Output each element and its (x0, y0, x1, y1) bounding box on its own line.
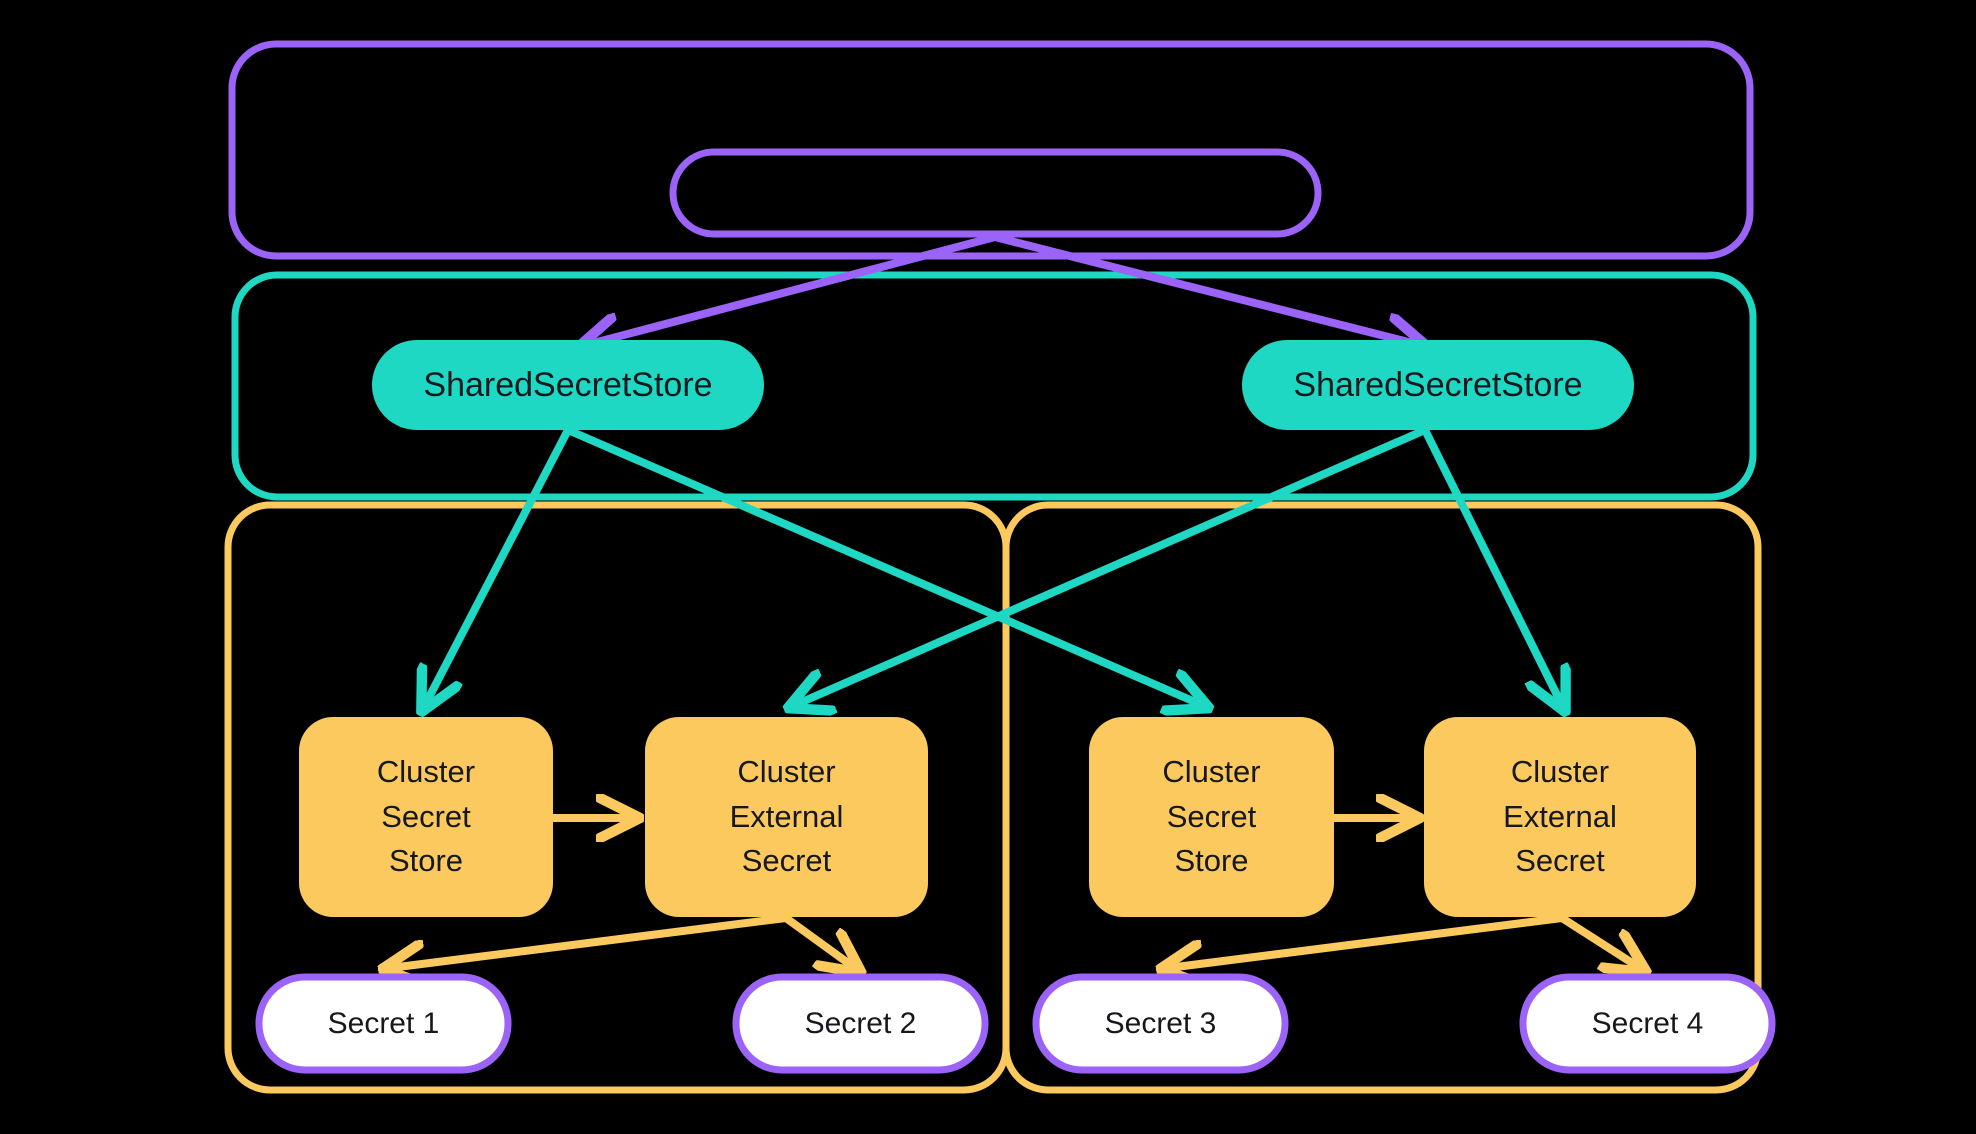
edge-shared-left-to-cluster-secret-store-right (564, 426, 1202, 705)
cluster-secret-store-right-shape[interactable] (1089, 717, 1334, 917)
cluster-secret-store-left-shape[interactable] (299, 717, 553, 917)
shared-secret-store-right-shape[interactable] (1242, 340, 1634, 430)
purple-inner-pill (669, 148, 1322, 238)
teal-container (231, 271, 1757, 501)
secret-1-node-shape[interactable] (255, 973, 512, 1074)
edge-cluster-external-secret-right-to-secret-3 (1168, 914, 1566, 968)
edge-purple-pill-to-shared-secret-store-left (586, 233, 999, 345)
secret-4-node-shape[interactable] (1519, 973, 1776, 1074)
yellow-cluster-container-right (1002, 501, 1762, 1094)
edge-shared-left-to-cluster-secret-store-left (425, 426, 572, 705)
edge-shared-right-to-cluster-external-secret-right (1421, 426, 1562, 705)
edge-cluster-external-secret-left-to-secret-1 (390, 914, 790, 968)
nodes-layer (255, 340, 1776, 1074)
cluster-external-secret-left-shape[interactable] (645, 717, 928, 917)
edge-shared-right-to-cluster-external-secret-left (795, 426, 1429, 705)
edge-cluster-external-secret-right-to-secret-4 (1558, 914, 1640, 968)
containers-layer (224, 40, 1762, 1094)
secret-2-node-shape[interactable] (732, 973, 989, 1074)
cluster-external-secret-right-shape[interactable] (1424, 717, 1696, 917)
shared-secret-store-left-shape[interactable] (372, 340, 764, 430)
edge-cluster-external-secret-left-to-secret-2 (782, 914, 855, 968)
edges-layer (390, 233, 1640, 968)
secret-3-node-shape[interactable] (1032, 973, 1289, 1074)
purple-outer-container (228, 40, 1754, 260)
edge-purple-pill-to-shared-secret-store-right (991, 233, 1420, 345)
